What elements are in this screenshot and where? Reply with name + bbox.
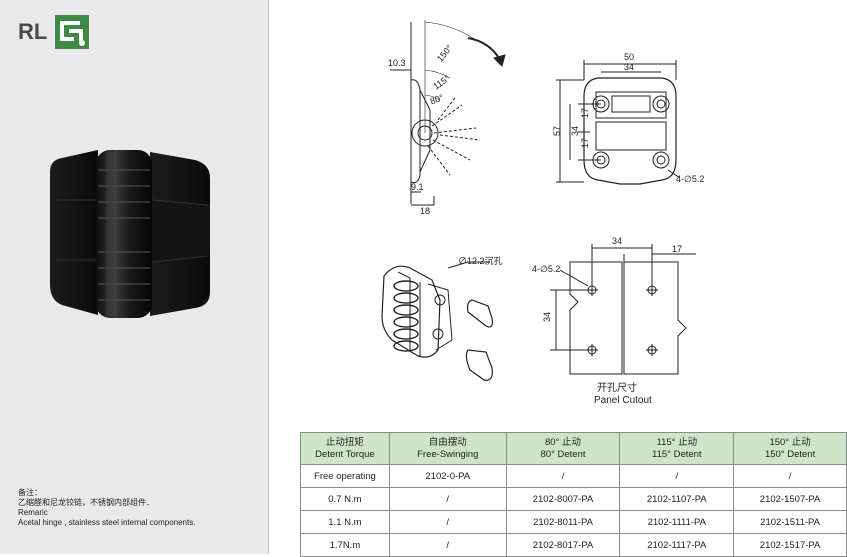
- dim-front-50: 50: [624, 52, 634, 62]
- dim-side-9-1: 9.1: [411, 182, 424, 192]
- dim-front-holes: 4-∅5.2: [676, 174, 704, 184]
- table-row: 1.7N.m / 2102-8017-PA 2102-1117-PA 2102-…: [300, 533, 847, 557]
- table-row: Free operating 2102-0-PA / / /: [300, 464, 847, 488]
- dim-cutout-34: 34: [612, 236, 622, 246]
- dim-cutout-34-vertical: 34: [542, 312, 552, 322]
- dim-side-80: 80°: [429, 92, 446, 106]
- brand-text: RL: [18, 19, 48, 44]
- brand-mark-icon: [55, 15, 90, 49]
- remarks-en: Acetal hinge , stainless steel internal …: [18, 518, 196, 527]
- panel-divider: [268, 0, 269, 554]
- dim-front-17-upper: 17: [580, 108, 590, 118]
- dim-cutout-17: 17: [672, 244, 682, 254]
- table-row: 0.7 N.m / 2102-8007-PA 2102-1107-PA 2102…: [300, 487, 847, 511]
- dim-front-34: 34: [624, 62, 634, 72]
- table-cell: 2102-1517-PA: [733, 533, 847, 557]
- remarks-title: 备注：: [18, 488, 42, 497]
- table-cell: Free operating: [300, 464, 390, 488]
- remarks: 备注： 乙缩醛和尼龙铰链，不锈钢内部组件． Remaric Acetal hin…: [18, 488, 195, 528]
- table-cell: /: [733, 464, 847, 488]
- table-cell: 2102-1117-PA: [619, 533, 735, 557]
- dim-side-150: 150°: [435, 43, 455, 64]
- dim-cutout-holes: 4-∅5.2: [532, 264, 560, 274]
- product-panel: RL: [0, 0, 268, 554]
- table-cell: 1.7N.m: [300, 533, 390, 557]
- dim-side-18: 18: [420, 206, 430, 216]
- table-cell: 2102-1111-PA: [619, 510, 735, 534]
- table-cell: /: [388, 487, 507, 511]
- table-cell: 0.7 N.m: [300, 487, 390, 511]
- iso-counterbore-label: ∅12.2沉孔: [458, 256, 503, 266]
- table-cell: 2102-1507-PA: [733, 487, 847, 511]
- remarks-cn: 乙缩醛和尼龙铰链，不锈钢内部组件．: [18, 498, 154, 507]
- cutout-title-cn: 开孔尺寸: [597, 381, 637, 394]
- dim-front-57: 57: [552, 126, 562, 136]
- dim-front-17-lower: 17: [580, 138, 590, 148]
- dim-side-115: 115°: [431, 73, 452, 92]
- brand-logo: RL: [18, 14, 90, 50]
- cutout-title-en: Panel Cutout: [594, 395, 652, 406]
- table-cell: /: [388, 533, 507, 557]
- remarks-en-label: Remaric: [18, 508, 48, 517]
- table-cell: /: [619, 464, 735, 488]
- technical-drawings: 10.3 150° 115° 80° 9.1 18 50 34 57 34 17…: [381, 20, 704, 406]
- dim-side-10-3: 10.3: [388, 58, 406, 68]
- table-cell: /: [388, 510, 507, 534]
- dim-front-34-vertical: 34: [570, 126, 580, 136]
- hinge-photo: [50, 150, 210, 318]
- table-cell: 2102-8007-PA: [505, 487, 621, 511]
- table-cell: 2102-1107-PA: [619, 487, 735, 511]
- table-cell: /: [505, 464, 621, 488]
- table-cell: 2102-8011-PA: [505, 510, 621, 534]
- table-cell: 2102-8017-PA: [505, 533, 621, 557]
- table-cell: 1.1 N.m: [300, 510, 390, 534]
- table-cell: 2102-0-PA: [388, 464, 507, 488]
- table-cell: 2102-1511-PA: [733, 510, 847, 534]
- table-row: 1.1 N.m / 2102-8011-PA 2102-1111-PA 2102…: [300, 510, 847, 534]
